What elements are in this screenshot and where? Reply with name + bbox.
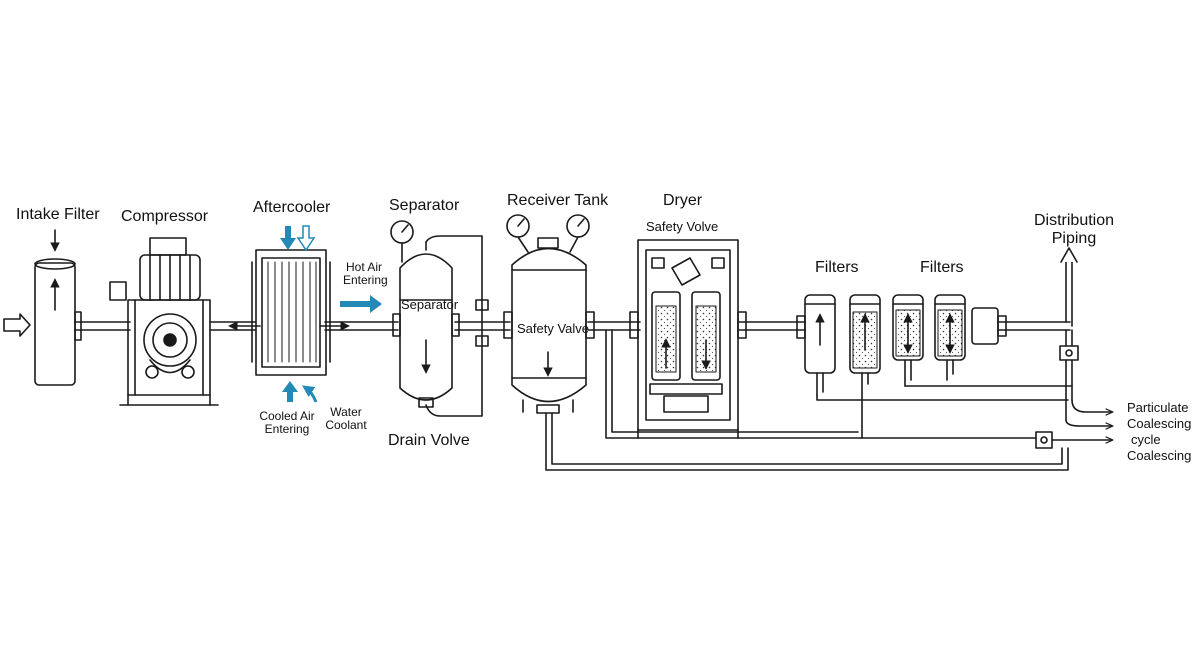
outlet-label-cycle: cycle: [1131, 432, 1161, 447]
filters-label-1: Filters: [815, 259, 859, 276]
distribution-piping: [1035, 247, 1112, 449]
filter-3: [892, 294, 924, 361]
water-coolant-label: Water Coolant: [325, 405, 367, 433]
receiver-tank-label: Receiver Tank: [507, 192, 609, 209]
hot-air-line-1: Hot Air: [346, 260, 383, 274]
filter-2: [849, 294, 881, 374]
aftercooler-label: Aftercooler: [253, 199, 331, 216]
dryer-safety-label: Safety Volve: [646, 219, 719, 234]
dryer-label: Dryer: [663, 192, 703, 209]
compressor: [109, 237, 219, 406]
cooled-air-line-1: Cooled Air: [259, 409, 315, 423]
receiver-tank: [503, 214, 595, 414]
filters-label-2: Filters: [920, 259, 964, 276]
outlet-label-coalescing-2: Coalescing: [1127, 448, 1192, 463]
aftercooler: [228, 249, 350, 376]
final-filter-housing: [971, 307, 1007, 345]
intake-filter-label: Intake Filter: [16, 206, 100, 223]
distribution-line-1: Distribution: [1033, 212, 1115, 229]
water-coolant-line-1: Water: [330, 405, 362, 419]
inlet-arrow-icon: [3, 313, 31, 337]
water-coolant-line-2: Coolant: [325, 418, 367, 433]
distribution-line-2: Piping: [1051, 229, 1097, 247]
main-pipe: [74, 321, 1071, 331]
distribution-piping-label: Distribution Piping: [1034, 212, 1114, 247]
cooled-air-line-2: Entering: [264, 422, 310, 437]
separator-title-label: Separator: [389, 197, 460, 214]
receiver-body-label: Safety Valve: [517, 321, 590, 336]
hot-air-line-2: Entering: [343, 273, 388, 288]
hot-air-label: Hot Air Entering: [343, 260, 388, 288]
outlet-label-particulate: Particulate: [1127, 400, 1189, 415]
drain-valve-label: Drain Volve: [388, 432, 470, 449]
filter-1: [796, 294, 836, 374]
compressor-label: Compressor: [121, 208, 209, 225]
coolant-flow-arrows: [280, 225, 382, 403]
return-lines: [545, 329, 1069, 471]
filter-drains: [816, 359, 1073, 439]
outlet-label-coalescing-1: Coalescing: [1127, 416, 1192, 431]
separator-body-label: Separator: [401, 297, 459, 312]
cooled-air-label: Cooled Air Entering: [259, 409, 315, 437]
filter-4: [934, 294, 966, 361]
dryer: [629, 239, 747, 439]
separator: [390, 220, 489, 417]
intake-filter: [34, 229, 82, 386]
